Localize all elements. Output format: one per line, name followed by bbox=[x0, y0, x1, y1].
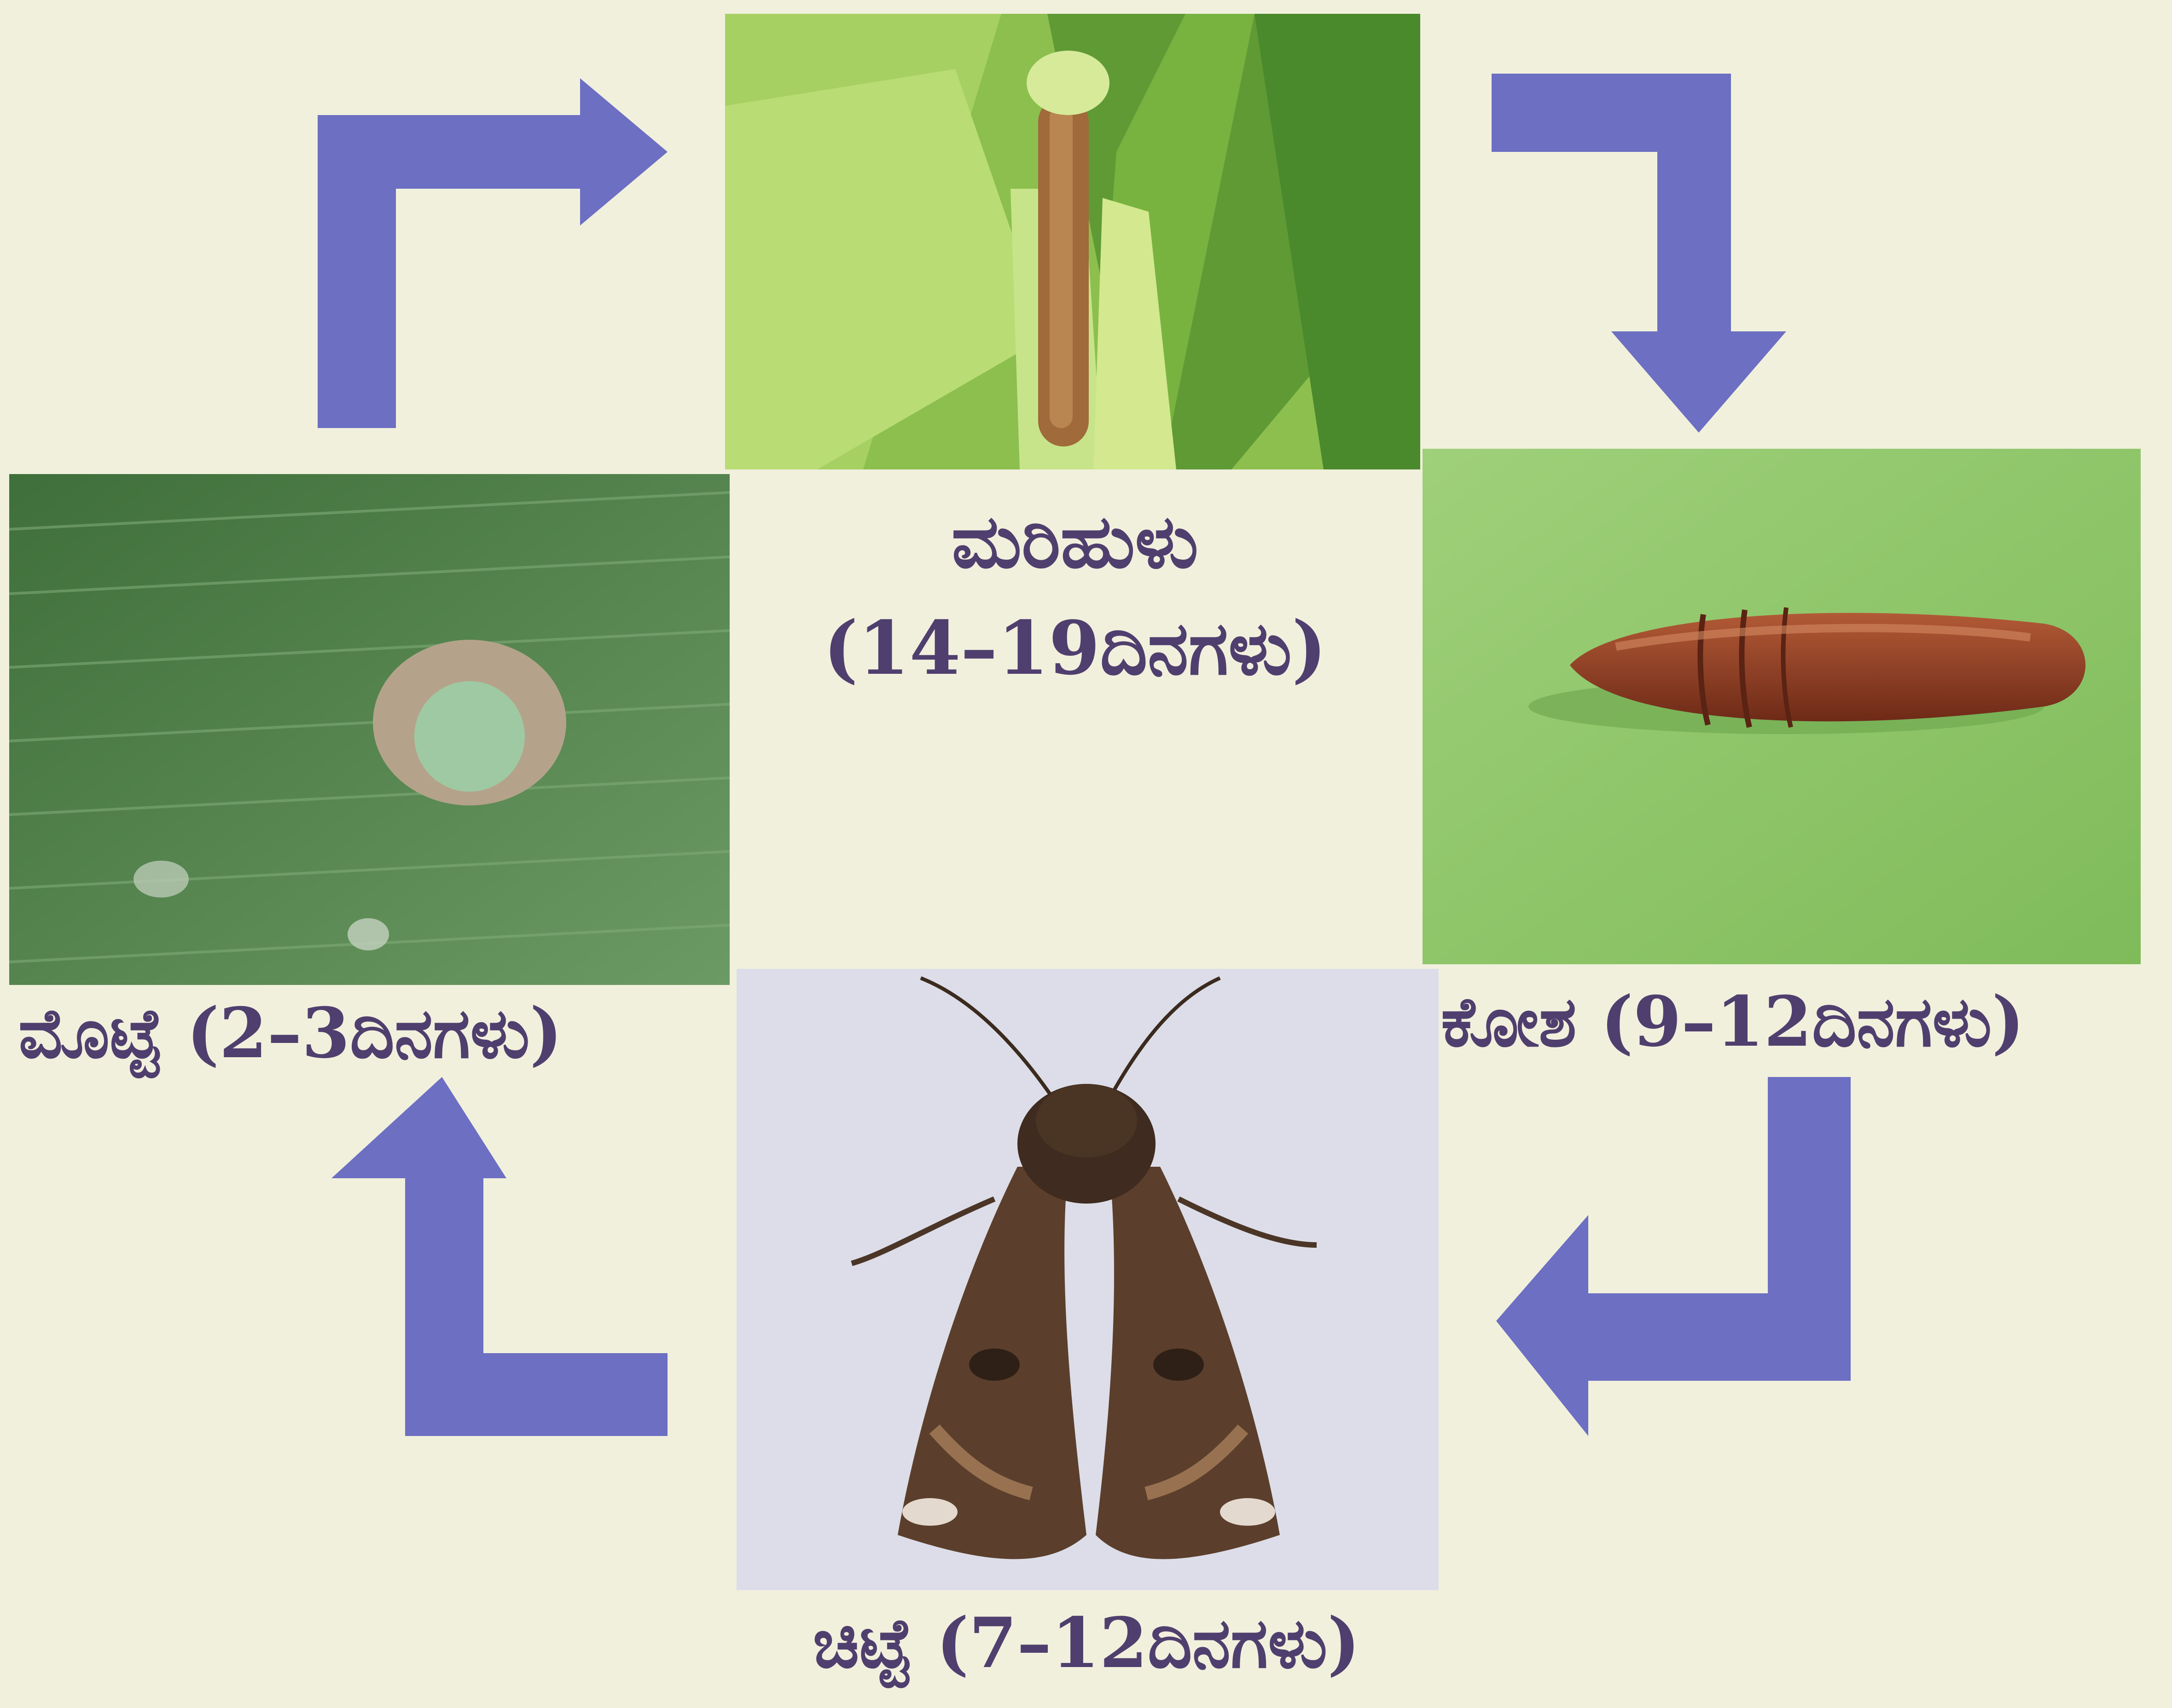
larva-label-name: ಮರಿಹುಳು bbox=[746, 497, 1404, 585]
arrow-pupa-to-adult bbox=[1496, 1077, 1851, 1436]
larva-photo bbox=[725, 14, 1420, 469]
egg-label-text: ಮೊಟ್ಟೆ (2–3ದಿನಗಳು) bbox=[18, 993, 563, 1074]
adult-moth-photo bbox=[737, 969, 1439, 1590]
larva-label-duration: (14–19ದಿನಗಳು) bbox=[746, 604, 1404, 692]
pupa-label-text: ಕೋಶ (9–12ದಿನಗಳು) bbox=[1441, 981, 2024, 1062]
adult-label: ಚಿಟ್ಟೆ (7–12ದಿನಗಳು) bbox=[718, 1602, 1455, 1685]
egg-mass-photo bbox=[9, 474, 730, 985]
pupa-label: ಕೋಶ (9–12ದಿನಗಳು) bbox=[1441, 980, 2131, 1063]
arrow-egg-to-larva bbox=[318, 78, 677, 428]
pupa-photo bbox=[1423, 449, 2141, 964]
arrow-adult-to-egg bbox=[331, 1077, 668, 1436]
larva-label: ಮರಿಹುಳು (14–19ದಿನಗಳು) bbox=[746, 497, 1404, 692]
adult-label-text: ಚಿಟ್ಟೆ (7–12ದಿನಗಳು) bbox=[813, 1603, 1360, 1684]
egg-label: ಮೊಟ್ಟೆ (2–3ದಿನಗಳು) bbox=[18, 992, 709, 1075]
arrow-larva-to-pupa bbox=[1492, 74, 1823, 433]
